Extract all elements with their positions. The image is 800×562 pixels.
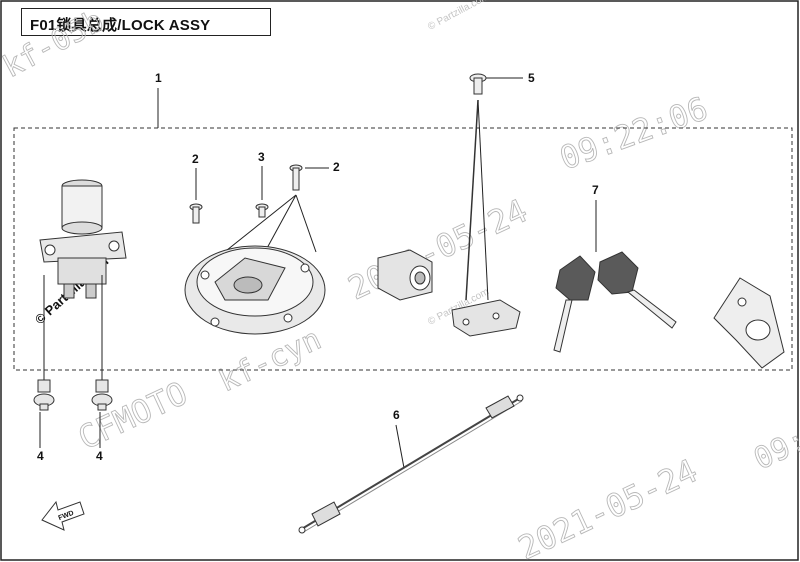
callout-3: 3	[258, 150, 265, 164]
title-box: F01锁具总成/LOCK ASSY	[21, 8, 271, 36]
watermark-site-light-1: © Partzilla.com	[426, 0, 491, 33]
callout-4-right: 4	[96, 449, 103, 463]
callout-2-left: 2	[192, 152, 199, 166]
leader-6	[395, 424, 405, 469]
watermark-time-bottom: 09:22	[749, 407, 800, 477]
watermark-code-top: kf-05b	[0, 3, 109, 85]
watermark-brand: CFMOTO	[72, 374, 193, 457]
callout-6: 6	[393, 408, 400, 422]
diagram-title: F01锁具总成/LOCK ASSY	[30, 17, 211, 34]
callout-1: 1	[155, 71, 162, 85]
screw-left	[189, 203, 203, 224]
ignition-switch	[39, 179, 127, 299]
key-right	[597, 251, 677, 329]
watermark-date-bottom: 2021-05-24	[512, 451, 703, 562]
screw-right	[289, 164, 303, 191]
key-left	[553, 255, 596, 353]
screw-5	[469, 73, 487, 95]
leader-screw-b	[265, 194, 297, 251]
fwd-arrow: FWD	[41, 500, 85, 531]
assembly-dashed-box	[13, 127, 793, 371]
release-cable	[298, 394, 524, 534]
fuel-cap	[184, 245, 326, 335]
screw-center	[255, 203, 269, 218]
bolt-left	[33, 379, 55, 411]
seat-lock-rod	[465, 99, 479, 301]
bolt-right	[91, 379, 113, 411]
leader-5-b	[477, 99, 489, 301]
seat-lock	[377, 249, 433, 301]
callout-2-right: 2	[333, 160, 340, 174]
leader-screw-c	[295, 194, 317, 253]
watermark-time: 09:22:06	[555, 89, 713, 177]
callout-5: 5	[528, 71, 535, 85]
seat-latch	[451, 299, 521, 337]
callout-7: 7	[592, 183, 599, 197]
callout-4-left: 4	[37, 449, 44, 463]
watermark-date-top: 2021-05-24	[342, 191, 533, 307]
bracket	[713, 277, 785, 369]
